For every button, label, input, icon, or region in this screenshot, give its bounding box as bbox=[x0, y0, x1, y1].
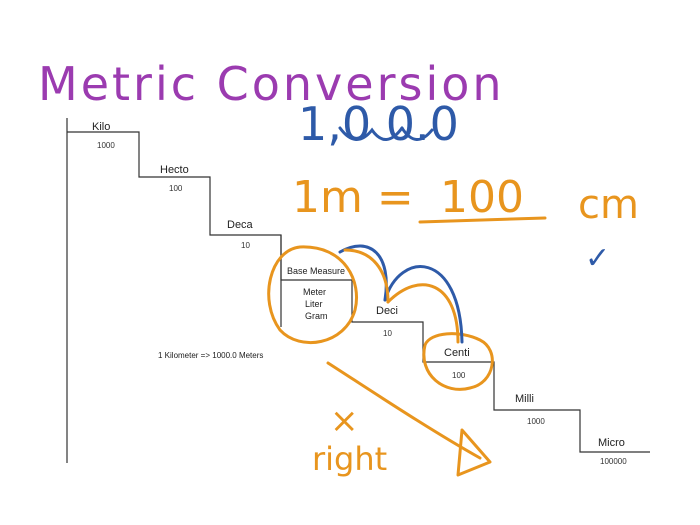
step-deci-name: Deci bbox=[376, 305, 398, 317]
check-mark-icon: ✓ bbox=[585, 241, 610, 276]
step-kilo-name: Kilo bbox=[92, 121, 110, 133]
centi-circle bbox=[422, 332, 494, 391]
step-milli-value: 1000 bbox=[527, 417, 545, 426]
step-deci-value: 10 bbox=[383, 329, 392, 338]
answer-underline bbox=[418, 216, 547, 224]
step-deca-name: Deca bbox=[227, 219, 254, 231]
equation-unit: cm bbox=[578, 182, 639, 228]
step-deca-value: 10 bbox=[241, 241, 250, 250]
base-unit-meter: Meter bbox=[303, 287, 326, 297]
step-micro-name: Micro bbox=[598, 437, 625, 449]
base-unit-gram: Gram bbox=[305, 311, 328, 321]
jump-arrow-blue-2 bbox=[383, 265, 464, 344]
step-milli-name: Milli bbox=[515, 393, 534, 405]
title: Metric Conversion bbox=[38, 57, 505, 111]
equation-answer: 100 bbox=[440, 172, 524, 223]
direction-label: right bbox=[312, 440, 387, 478]
step-micro-value: 100000 bbox=[600, 457, 627, 466]
base-unit-liter: Liter bbox=[305, 299, 323, 309]
step-kilo-value: 1000 bbox=[97, 141, 115, 150]
base-measure-circle bbox=[267, 245, 358, 345]
step-centi-name: Centi bbox=[444, 347, 470, 359]
equation-lhs: 1m = bbox=[292, 172, 414, 223]
step-centi-value: 100 bbox=[452, 371, 466, 380]
decimal-jump-arc-1 bbox=[338, 126, 404, 141]
conversion-note: 1 Kilometer => 1000.0 Meters bbox=[158, 351, 263, 360]
jump-arrow-orange-2 bbox=[386, 283, 460, 344]
staircase-lines bbox=[66, 118, 650, 463]
wrong-mark: × bbox=[330, 401, 359, 441]
direction-arrow-head-icon bbox=[456, 428, 492, 477]
step-base-name: Base Measure bbox=[287, 266, 345, 276]
decimal-jump-arc-2 bbox=[400, 126, 434, 141]
jump-arrow-orange-1 bbox=[343, 248, 390, 304]
step-hecto-name: Hecto bbox=[160, 164, 189, 176]
step-hecto-value: 100 bbox=[169, 184, 183, 193]
digits-number: 1,0 0.0 bbox=[298, 97, 459, 151]
